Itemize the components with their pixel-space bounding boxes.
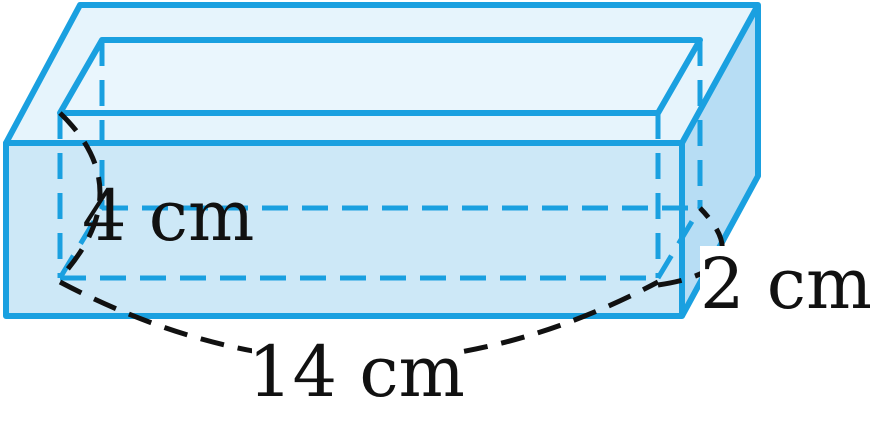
- width-dimension-arc: [657, 206, 725, 288]
- height-label: 4 cm: [82, 175, 254, 257]
- box-side-face: [682, 5, 758, 316]
- box-hidden-edges: [57, 40, 703, 281]
- box-inner-opening: [57, 37, 703, 116]
- height-dimension-arc: [58, 111, 103, 280]
- box-outer-edges: [3, 2, 761, 319]
- length-label: 14 cm: [248, 331, 465, 413]
- width-label: 2 cm: [700, 243, 870, 325]
- box-front-face: [6, 143, 682, 316]
